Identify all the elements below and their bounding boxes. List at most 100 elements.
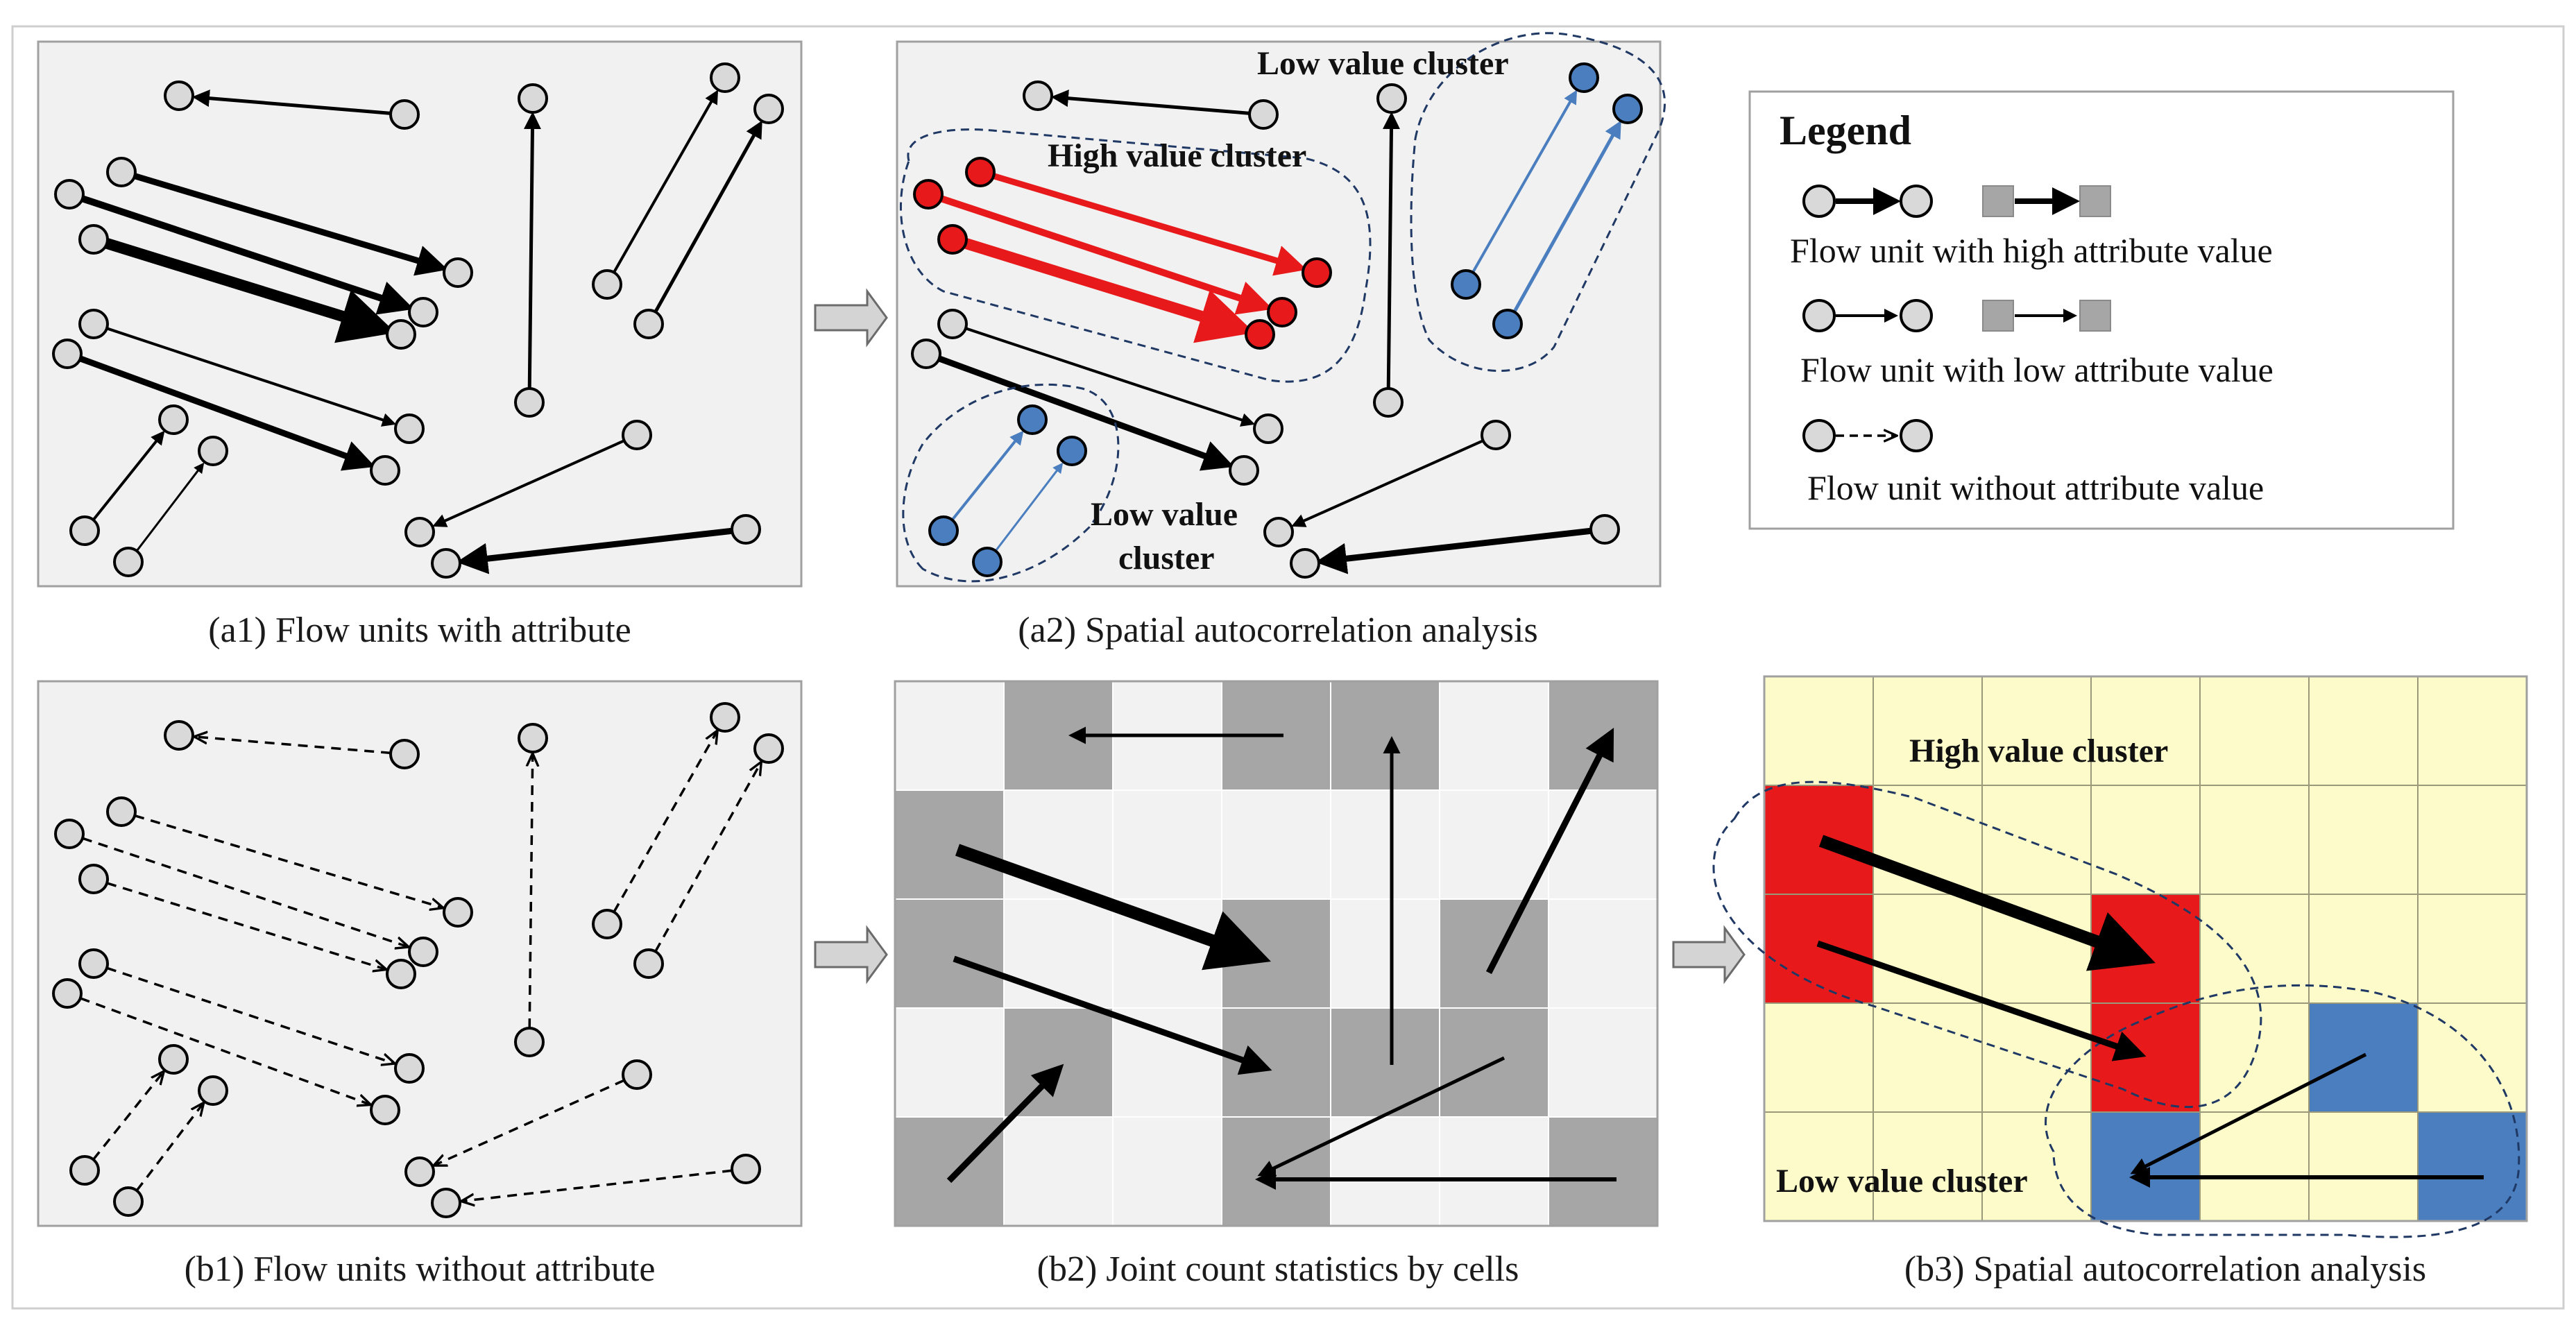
legend-node-icon [1900, 185, 1933, 218]
grid-cell [2199, 676, 2310, 786]
label-a2-low-top: Low value cluster [1257, 45, 1509, 82]
flow-destination-node [710, 702, 740, 733]
flow-line [654, 763, 761, 953]
flow-origin-node [514, 387, 545, 418]
flow-line [105, 238, 396, 343]
grid-cell [1548, 1116, 1658, 1227]
flow-line [529, 755, 532, 1029]
grid-cell [1221, 1116, 1331, 1227]
grid-cell [2417, 785, 2527, 895]
flow-origin-node [78, 309, 109, 339]
flow-destination-node [1017, 404, 1048, 435]
grid-cell [1221, 789, 1331, 900]
flow-destination-node [1302, 257, 1332, 288]
grid-border [894, 680, 1659, 1227]
flow-destination-node [370, 455, 400, 486]
flow-line [82, 837, 407, 946]
flow-line [964, 238, 1255, 343]
flow-units-b1 [52, 702, 784, 1218]
flow-line [106, 882, 385, 969]
transition-arrow-a [814, 288, 888, 348]
flow-destination-node [753, 733, 784, 764]
grid-cell [1112, 1116, 1222, 1227]
grid-cell [1439, 898, 1549, 1009]
flow-origin-node [389, 99, 420, 130]
cell-flow-arrow [2130, 1052, 2367, 1175]
grid-cell [1003, 898, 1114, 1009]
grid-cell [2308, 1111, 2419, 1222]
flow-line [134, 814, 442, 907]
caption-a1: (a1) Flow units with attribute [208, 610, 631, 650]
flow-origin-node [69, 1155, 100, 1186]
grid-cell [1873, 676, 1983, 786]
flow-origin-node [514, 1027, 545, 1057]
legend-node-icon [1802, 299, 1836, 332]
flow-line [191, 89, 391, 115]
flow-line [992, 173, 1307, 276]
grid-cell [2417, 894, 2527, 1004]
flow-line [950, 430, 1024, 521]
cluster-outline-b3-high [1712, 780, 2262, 1109]
grid-cell [1764, 785, 1874, 895]
flow-destination-node [198, 1075, 228, 1106]
grid-cell [894, 898, 1005, 1009]
grid-cell [1548, 1007, 1658, 1118]
grid-cell [1981, 785, 2092, 895]
legend-cell-icon [1982, 185, 2014, 217]
flow-origin-node [937, 224, 968, 255]
flow-destination-node [1229, 455, 1259, 486]
grid-cell [1873, 1002, 1983, 1113]
grid-border [1763, 675, 2528, 1222]
flow-origin-node [1492, 309, 1523, 339]
flow-line [1512, 120, 1621, 313]
label-b3-high: High value cluster [1909, 733, 2168, 769]
cell-flow-arrow [1257, 1056, 1505, 1177]
flow-origin-node [1373, 387, 1404, 418]
grid-cell [2417, 1111, 2527, 1222]
grid-cell [2417, 676, 2527, 786]
flow-origin-node [78, 864, 109, 894]
cluster-outline-b3-low [2045, 984, 2520, 1238]
label-a2-high: High value cluster [1048, 137, 1306, 174]
legend-label-high: Flow unit with high attribute value [1790, 231, 2273, 270]
cell-flow-arrow [946, 1064, 1064, 1184]
grid-cell [894, 681, 1005, 791]
flow-origin-node [622, 420, 652, 450]
flow-destination-node [394, 1053, 425, 1084]
legend-label-low: Flow unit with low attribute value [1800, 350, 2274, 389]
flow-origin-node [1451, 269, 1481, 300]
flow-destination-node [443, 897, 473, 928]
flow-origin-node [633, 948, 664, 979]
grid-cell [1764, 1002, 1874, 1113]
legend-node-icon [1802, 419, 1836, 452]
flow-destination-node [1023, 80, 1053, 111]
flow-destination-node [753, 94, 784, 124]
transition-arrow-b1 [814, 925, 888, 984]
flow-destination-node [404, 1156, 435, 1187]
legend-cell-icon [1982, 300, 2014, 332]
grid-cell [1548, 681, 1658, 791]
flow-origin-node [1248, 99, 1279, 130]
flow-origin-node [592, 269, 622, 300]
flow-line [1472, 89, 1578, 273]
grid-cell [1330, 898, 1440, 1009]
flow-line [940, 195, 1273, 315]
flow-origin-node [106, 157, 137, 187]
cluster-outline-low-top [1410, 32, 1666, 372]
cluster-outline-low-bottom [902, 383, 1120, 583]
flow-origin-node [113, 1186, 144, 1217]
grid-cell [2199, 1002, 2310, 1113]
flow-destination-node [431, 548, 461, 579]
flow-destination-node [518, 723, 548, 753]
flow-destination-node [394, 413, 425, 444]
label-a2-low-bottom-2: cluster [1118, 540, 1215, 577]
flow-origin-node [1481, 420, 1511, 450]
flow-destination-node [408, 297, 438, 327]
flow-destination-node [1569, 62, 1599, 93]
grid-cell [1439, 789, 1549, 900]
flow-line [81, 195, 414, 315]
flow-line [435, 1079, 625, 1165]
flow-line [80, 997, 370, 1104]
cell-flow-arrow [1816, 940, 2147, 1061]
grid-cell [1548, 789, 1658, 900]
